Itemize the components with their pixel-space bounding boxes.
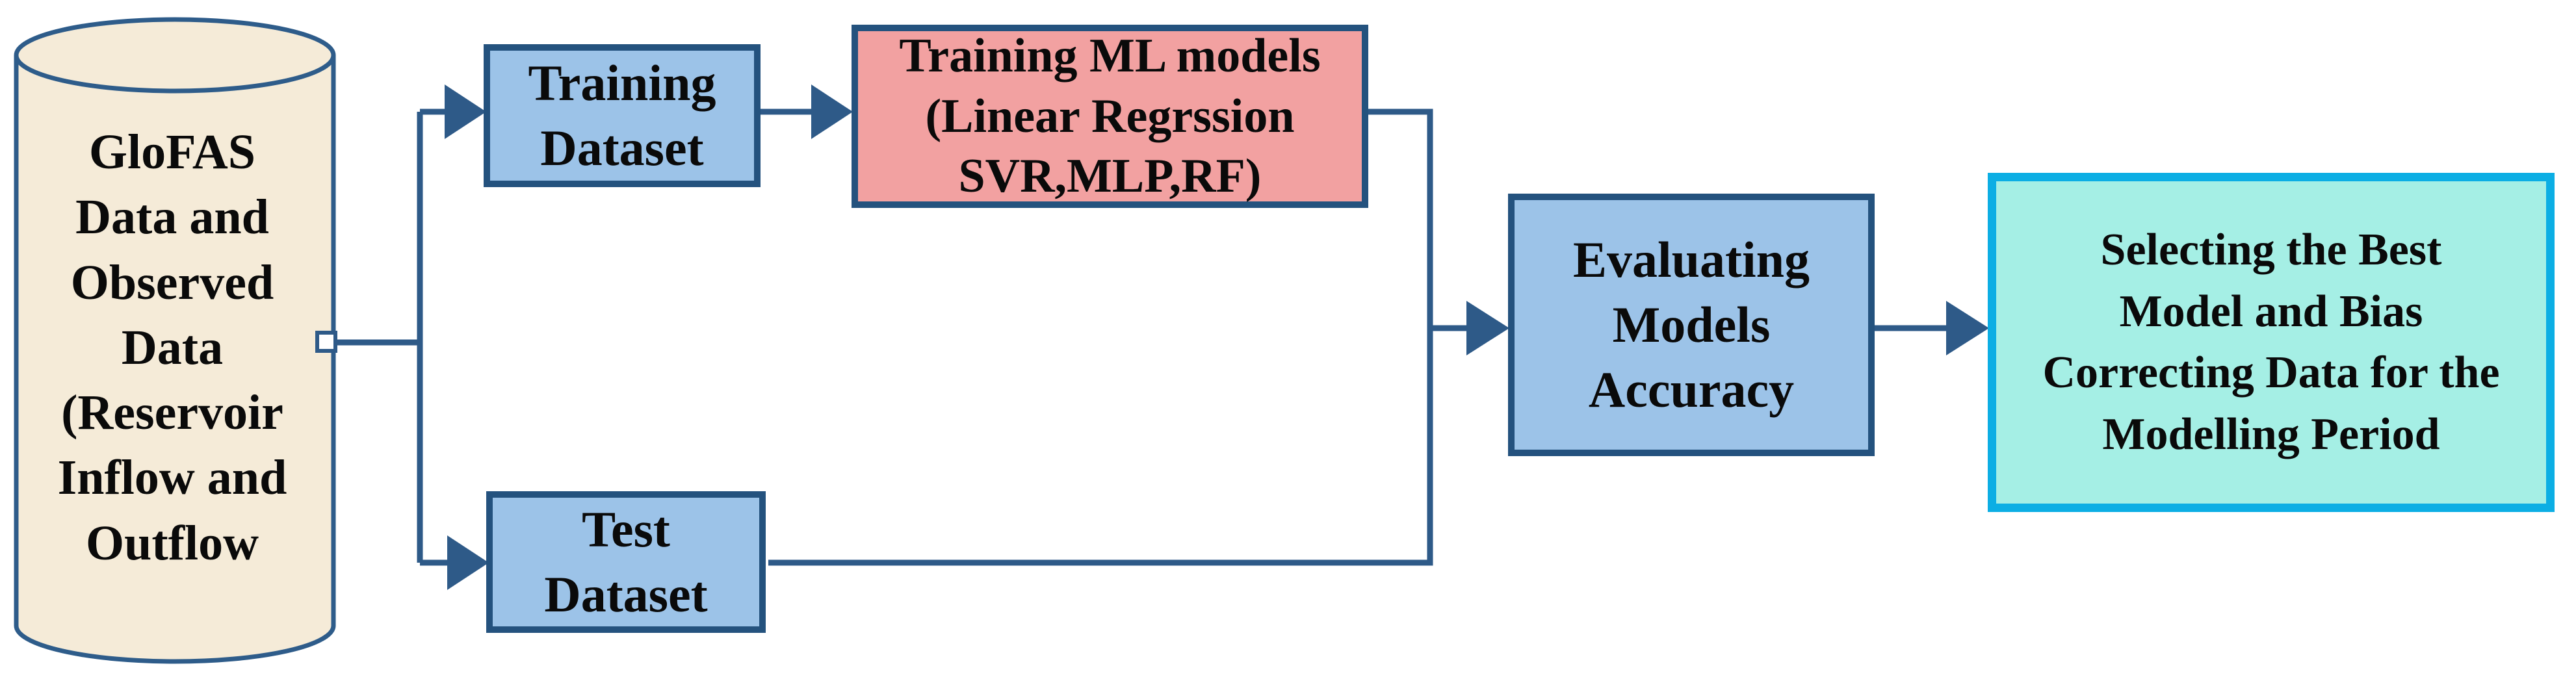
connection-point-marker xyxy=(315,331,337,353)
arrowhead-into-evaluating xyxy=(1466,301,1509,355)
connector-lines xyxy=(333,109,1947,566)
node-evaluating-models-accuracy: Evaluating Models Accuracy xyxy=(1508,194,1875,456)
node-training-ml-models: Training ML models (Linear Regrssion SVR… xyxy=(852,25,1368,208)
connector-merge-elbow xyxy=(768,109,1433,566)
arrowhead-into-training-dataset xyxy=(445,84,486,139)
arrowhead-into-selecting xyxy=(1946,301,1989,355)
node-test-dataset: Test Dataset xyxy=(486,491,766,633)
node-training-dataset: Training Dataset xyxy=(484,44,761,187)
arrowhead-into-test-dataset xyxy=(447,535,489,590)
node-selecting-best-model: Selecting the Best Model and Bias Correc… xyxy=(1988,173,2555,512)
arrowheads xyxy=(445,84,1989,590)
source-cylinder-shape xyxy=(14,17,336,664)
node-source-data: GloFAS Data and Observed Data (Reservoir… xyxy=(57,124,287,570)
arrowhead-into-training-ml-models xyxy=(811,84,853,139)
